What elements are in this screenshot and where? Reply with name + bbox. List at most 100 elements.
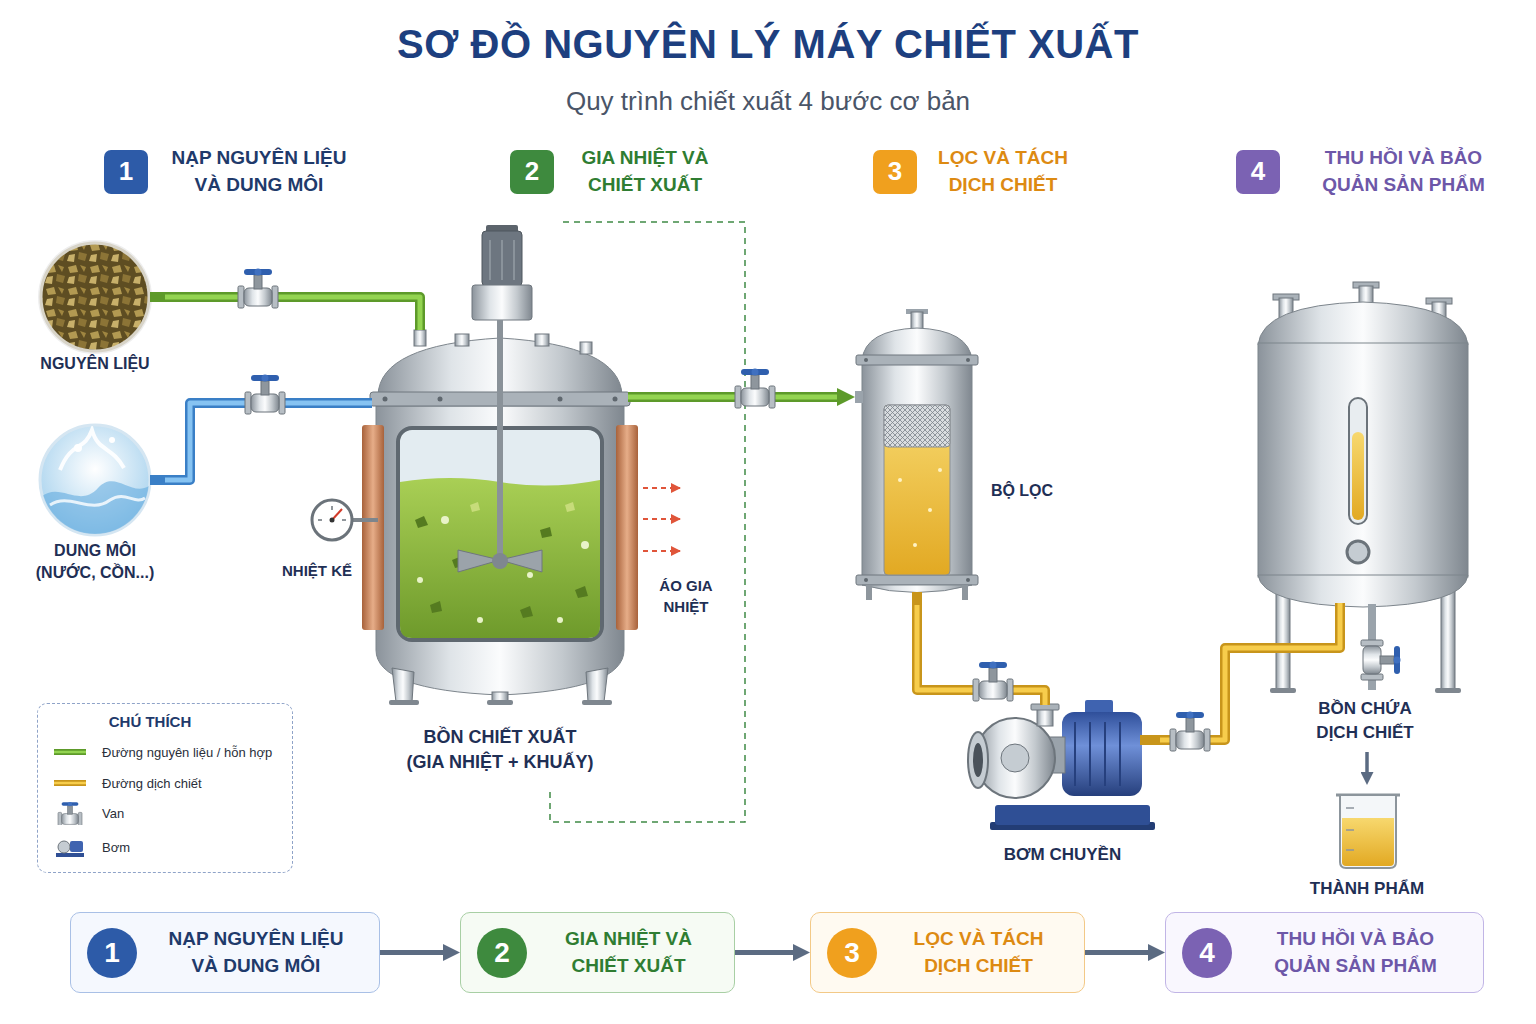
step-bracket	[550, 222, 745, 822]
valve-symbol	[735, 369, 775, 409]
diagram-subtitle: Quy trình chiết xuất 4 bước cơ bản	[0, 86, 1536, 117]
legend-sample	[52, 801, 88, 825]
product-beaker	[1342, 818, 1394, 866]
extraction-tank	[540, 527, 552, 538]
valve-symbol	[973, 662, 1013, 702]
legend-text: Đường dịch chiết	[102, 776, 202, 791]
storage-tank	[1258, 302, 1468, 345]
transfer-pump	[1085, 700, 1113, 714]
transfer-pump	[1037, 708, 1053, 726]
pipe-line	[1085, 950, 1148, 955]
step-heading: GIA NHIỆT VÀ CHIẾT XUẤT	[554, 926, 704, 979]
extraction-tank	[575, 586, 588, 598]
equipment-label: DUNG MÔI	[25, 540, 165, 562]
legend-sample	[52, 835, 88, 859]
extraction-tank	[616, 425, 638, 630]
equipment-label: BỒN CHỨA DỊCH CHIẾT	[1300, 697, 1430, 745]
legend-row: Đường nguyên liệu / hỗn hợp	[52, 740, 272, 764]
solvent-icon	[93, 417, 100, 424]
extraction-tank	[392, 668, 414, 702]
pipe-highlight	[1160, 648, 1250, 740]
extraction-tank	[501, 240, 503, 280]
extraction-tank	[472, 285, 532, 320]
flow-arrow	[1085, 952, 1148, 953]
heat-arrow	[643, 518, 680, 520]
label-group: THÀNH PHẨM	[1297, 877, 1437, 901]
transfer-pump	[1119, 722, 1121, 786]
legend-sample	[52, 771, 88, 795]
filter-housing	[864, 358, 868, 362]
pump-symbol	[56, 853, 84, 857]
filter-housing	[912, 592, 922, 606]
process-step-box: 4THU HỒI VÀ BẢO QUẢN SẢN PHẨM	[1165, 912, 1484, 993]
pipe-line	[1160, 648, 1250, 740]
label-group: BƠM CHUYỀN	[965, 843, 1160, 867]
label-group: DUNG MÔI(NƯỚC, CỒN...)	[25, 540, 165, 585]
legend-row: Van	[52, 801, 124, 825]
filter-housing	[938, 468, 942, 472]
step-header: 1 NẠP NGUYÊN LIỆU VÀ DUNG MÔI	[104, 145, 354, 198]
pipe-line	[1365, 752, 1369, 772]
step-number: 4	[1236, 150, 1280, 194]
valve-symbol	[1361, 640, 1401, 680]
filter-housing	[966, 358, 970, 362]
pipe-line	[628, 397, 837, 398]
filter-housing	[911, 312, 923, 330]
pipe-highlight	[165, 403, 372, 480]
solvent-icon	[38, 417, 166, 541]
extraction-tank	[581, 541, 589, 549]
storage-tank	[1249, 603, 1340, 648]
heat-arrow	[643, 488, 680, 551]
heat-arrow	[643, 550, 680, 552]
line-sample	[54, 751, 86, 754]
storage-tank	[1249, 603, 1340, 648]
extraction-tank	[513, 240, 515, 280]
step-number: 1	[104, 150, 148, 194]
transfer-pump	[1104, 722, 1106, 786]
extraction-tank	[455, 334, 469, 346]
storage-tank	[1349, 398, 1367, 524]
step-heading: GIA NHIỆT VÀ CHIẾT XUẤT	[570, 145, 720, 198]
transfer-pump	[1062, 712, 1142, 796]
filter-housing	[913, 543, 917, 547]
thermometer	[318, 519, 322, 521]
label-group: BỒN CHỨA DỊCH CHIẾT	[1300, 697, 1430, 745]
raw-material: NGUYÊN LIỆU	[25, 240, 165, 379]
raw-material-icon	[38, 240, 152, 354]
filter-housing	[864, 578, 868, 582]
extraction-tank	[482, 231, 522, 286]
legend-title: CHÚ THÍCH	[70, 711, 230, 732]
storage-tank	[1258, 575, 1468, 607]
diagram-title: SƠ ĐỒ NGUYÊN LÝ MÁY CHIẾT XUẤT	[0, 22, 1536, 67]
thermometer	[331, 506, 333, 510]
step-heading: NẠP NGUYÊN LIỆU VÀ DUNG MÔI	[164, 145, 354, 198]
step-bracket	[550, 222, 745, 822]
pipe-line	[165, 403, 372, 480]
solvent-icon	[60, 430, 124, 470]
extraction-tank	[487, 700, 513, 705]
solvent-source: DUNG MÔI(NƯỚC, CỒN...)	[25, 423, 165, 590]
extraction-tank: BỒN CHIẾT XUẤT(GIA NHIỆT + KHUẤY)	[372, 330, 628, 780]
pipe-line	[1160, 648, 1250, 740]
filter-housing	[884, 405, 950, 447]
equipment-label: (GIA NHIỆT + KHUẤY)	[372, 750, 628, 775]
line-sample	[54, 782, 86, 785]
extraction-tank	[414, 330, 426, 346]
storage-tank	[1258, 343, 1468, 577]
legend-row: Bơm	[52, 835, 130, 859]
solvent-icon	[38, 481, 152, 540]
extraction-tank	[470, 502, 480, 512]
valve-symbol	[1170, 712, 1210, 752]
extraction-tank	[430, 601, 442, 613]
step-number: 1	[87, 928, 137, 978]
step-number: 2	[510, 150, 554, 194]
process-step-box: 2GIA NHIỆT VÀ CHIẾT XUẤT	[460, 912, 735, 993]
equipment-label: BƠM CHUYỀN	[965, 843, 1160, 867]
equipment-label: (NƯỚC, CỒN...)	[25, 562, 165, 584]
extraction-tank	[582, 700, 612, 705]
legend-text: Van	[102, 806, 124, 821]
pipe-highlight	[628, 395, 837, 400]
storage-tank	[1249, 282, 1468, 693]
product-beaker	[1346, 829, 1354, 831]
label-group: BỒN CHIẾT XUẤT(GIA NHIỆT + KHUẤY)	[372, 725, 628, 775]
